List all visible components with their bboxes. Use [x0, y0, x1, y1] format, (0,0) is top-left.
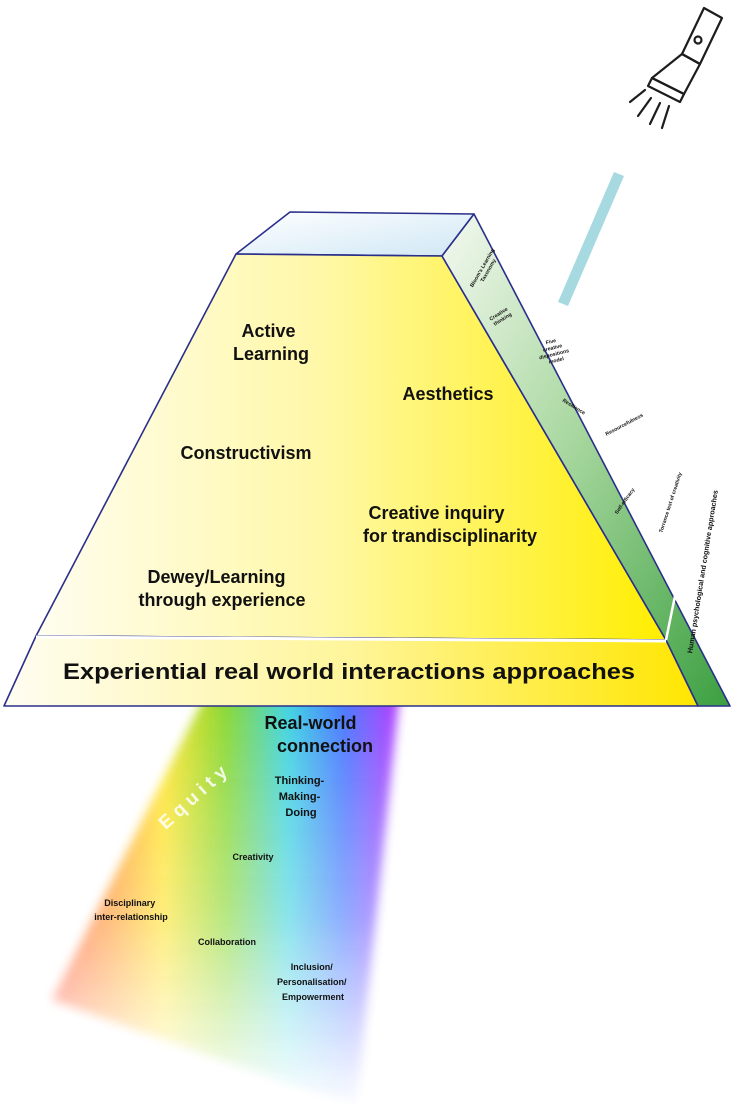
label-aesthetics: Aesthetics [402, 384, 493, 404]
light-beam [558, 172, 624, 306]
label-collaboration: Collaboration [198, 937, 256, 947]
label-thinking-making-doing: Thinking- Making- Doing [275, 775, 328, 819]
side-label-five-dispositions: Five creative dispositions model [536, 335, 573, 367]
side-label-human-psychological: Human psychological and cognitive approa… [685, 489, 720, 653]
pyramid [3, 211, 731, 707]
label-disciplinary: Disciplinary inter-relationship [94, 898, 168, 922]
pyramid-top-face [235, 211, 475, 257]
side-label-resourcefulness: Resourcefulness [605, 413, 645, 438]
label-experiential: Experiential real world interactions app… [63, 659, 635, 684]
label-constructivism: Constructivism [180, 443, 311, 463]
pyramid-side-face [441, 213, 731, 707]
label-active-learning: Active Learning [233, 321, 309, 364]
flashlight-icon [628, 6, 724, 130]
label-real-world: Real-world connection [264, 713, 373, 756]
side-label-torrance: Torrance test of creativity [658, 472, 683, 534]
label-creative-inquiry: Creative inquiry for trandisciplinarity [363, 503, 537, 546]
spectrum-beam [52, 690, 400, 1108]
label-dewey: Dewey/Learning through experience [138, 567, 305, 610]
label-inclusion: Inclusion/ Personalisation/ Empowerment [277, 962, 349, 1002]
label-creativity: Creativity [232, 852, 273, 862]
